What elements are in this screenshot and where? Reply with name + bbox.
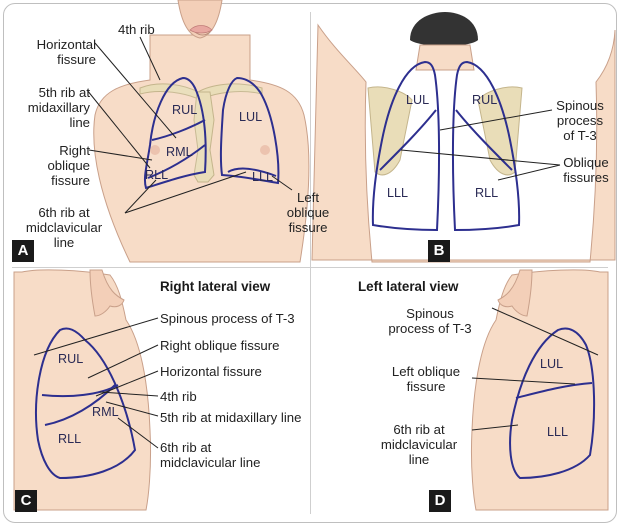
lobe-rll-anterior: RLL [145,168,168,182]
label-left-oblique-fissure: Left oblique fissure [280,190,336,235]
label-6th-rib-midclavicular-left: 6th rib at midclavicular line [366,422,472,467]
lobe-rul-lateral: RUL [58,352,83,366]
lobe-rll-posterior: RLL [475,186,498,200]
label-right-oblique-fissure-lateral: Right oblique fissure [160,338,280,353]
label-right-oblique-fissure: Right oblique fissure [8,143,90,188]
title-right-lateral-view: Right lateral view [160,279,270,294]
label-5th-rib-midaxillary: 5th rib at midaxillary line [8,85,90,130]
title-left-lateral-view: Left lateral view [358,279,458,294]
left-nipple [260,145,270,155]
panel-badge-c: C [15,490,37,512]
lobe-lll-anterior: LLL [252,170,273,184]
label-spinous-process-t3-right: Spinous process of T-3 [160,311,295,326]
label-oblique-fissures: Oblique fissures [556,155,616,185]
label-5th-rib-midaxillary-lateral: 5th rib at midaxillary line [160,410,301,425]
lobe-lul-posterior: LUL [406,93,429,107]
lobe-lul-anterior: LUL [239,110,262,124]
label-4th-rib: 4th rib [118,22,155,37]
panel-badge-a: A [12,240,34,262]
label-horizontal-fissure: Horizontal fissure [8,37,96,67]
panel-badge-d: D [429,490,451,512]
panel-badge-b: B [428,240,450,262]
lobe-rul-posterior: RUL [472,93,497,107]
lobe-lll-lateral: LLL [547,425,568,439]
panel-b-leaders [401,110,560,180]
label-spinous-process-t3: Spinous process of T-3 [552,98,608,143]
right-nipple [150,145,160,155]
label-horizontal-fissure-lateral: Horizontal fissure [160,364,262,379]
label-6th-rib-midclavicular-right: 6th rib at midclavicular line [160,440,260,470]
right-lateral-body [14,270,151,510]
lobe-lll-posterior: LLL [387,186,408,200]
label-left-oblique-fissure-lateral: Left oblique fissure [380,364,472,394]
lobe-rml-anterior: RML [166,145,193,159]
lobe-lul-lateral: LUL [540,357,563,371]
lobe-rul-anterior: RUL [172,103,197,117]
lobe-rml-lateral: RML [92,405,119,419]
label-4th-rib-lateral: 4th rib [160,389,197,404]
label-spinous-process-t3-left: Spinous process of T-3 [368,306,492,336]
lobe-rll-lateral: RLL [58,432,81,446]
